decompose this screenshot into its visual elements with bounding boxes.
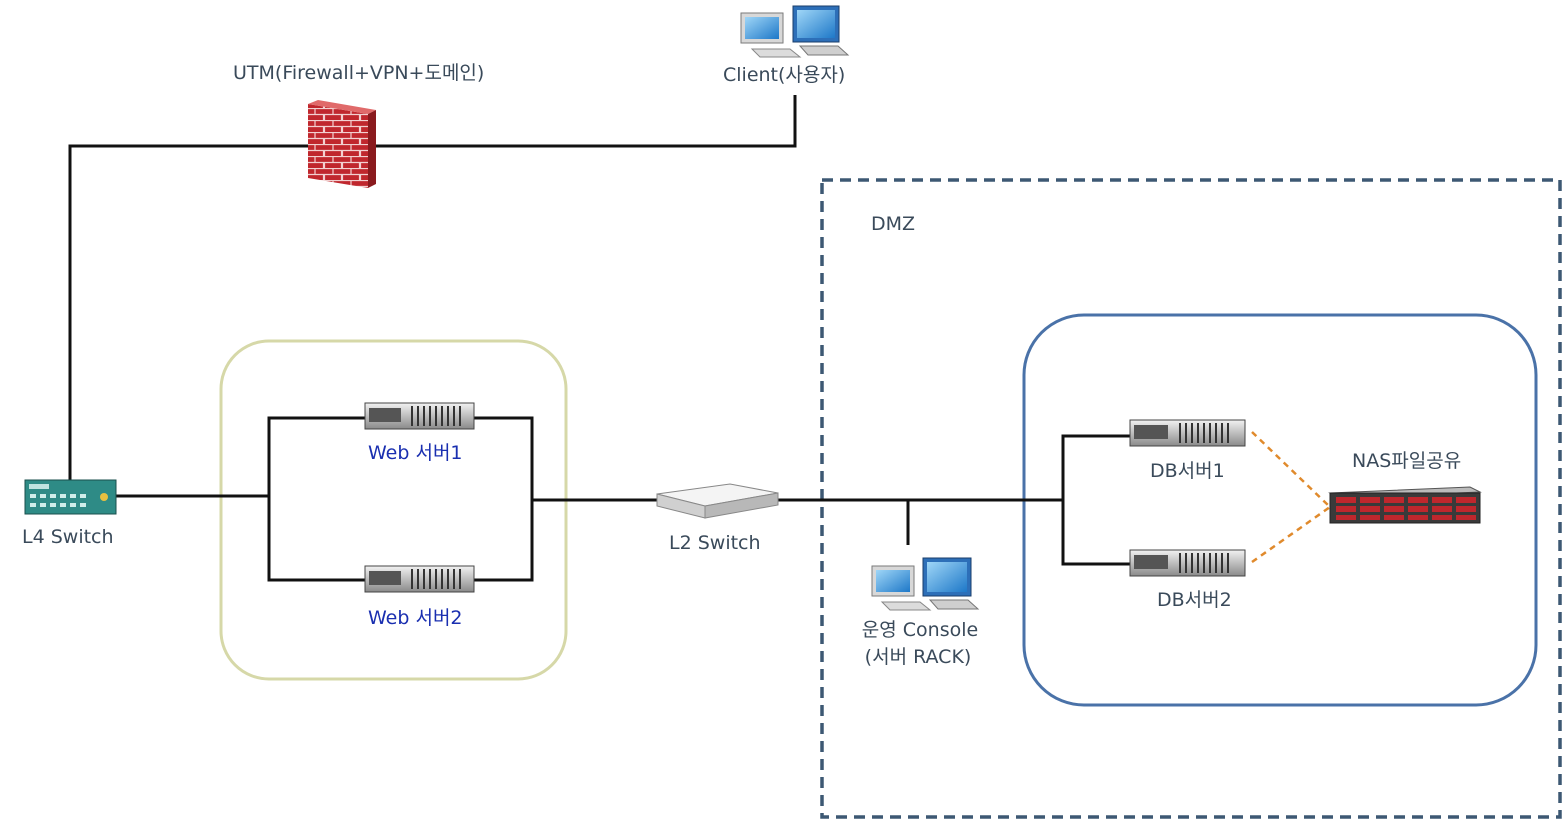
db-server-1-icon [1129, 419, 1246, 447]
l4-switch-label: L4 Switch [22, 526, 114, 548]
replication-links [1251, 431, 1331, 564]
console-label-line2: (서버 RACK) [864, 646, 972, 668]
web-server-2-icon [364, 565, 475, 593]
client-computer-icon [740, 5, 850, 58]
l2-switch-label: L2 Switch [669, 532, 761, 554]
db-server-group [1022, 313, 1538, 707]
nas-storage-icon [1328, 486, 1482, 524]
console-computer-icon [871, 557, 980, 611]
firewall-icon [308, 100, 376, 188]
network-links [68, 95, 1130, 582]
db-server-1-label: DB서버1 [1150, 460, 1225, 482]
client-label: Client(사용자) [723, 64, 846, 86]
l2-switch-icon [656, 483, 779, 519]
web-server-group [219, 339, 568, 681]
web-server-2-label: Web 서버2 [368, 607, 463, 629]
web-server-1-icon [364, 402, 475, 430]
nas-label: NAS파일공유 [1352, 450, 1462, 472]
db-server-2-label: DB서버2 [1157, 589, 1232, 611]
db-server-2-icon [1129, 549, 1246, 577]
utm-label: UTM(Firewall+VPN+도메인) [233, 62, 485, 84]
dmz-label: DMZ [871, 213, 916, 235]
l4-switch-icon [24, 479, 117, 515]
console-label-line1: 운영 Console [861, 619, 979, 641]
web-server-1-label: Web 서버1 [368, 442, 463, 464]
